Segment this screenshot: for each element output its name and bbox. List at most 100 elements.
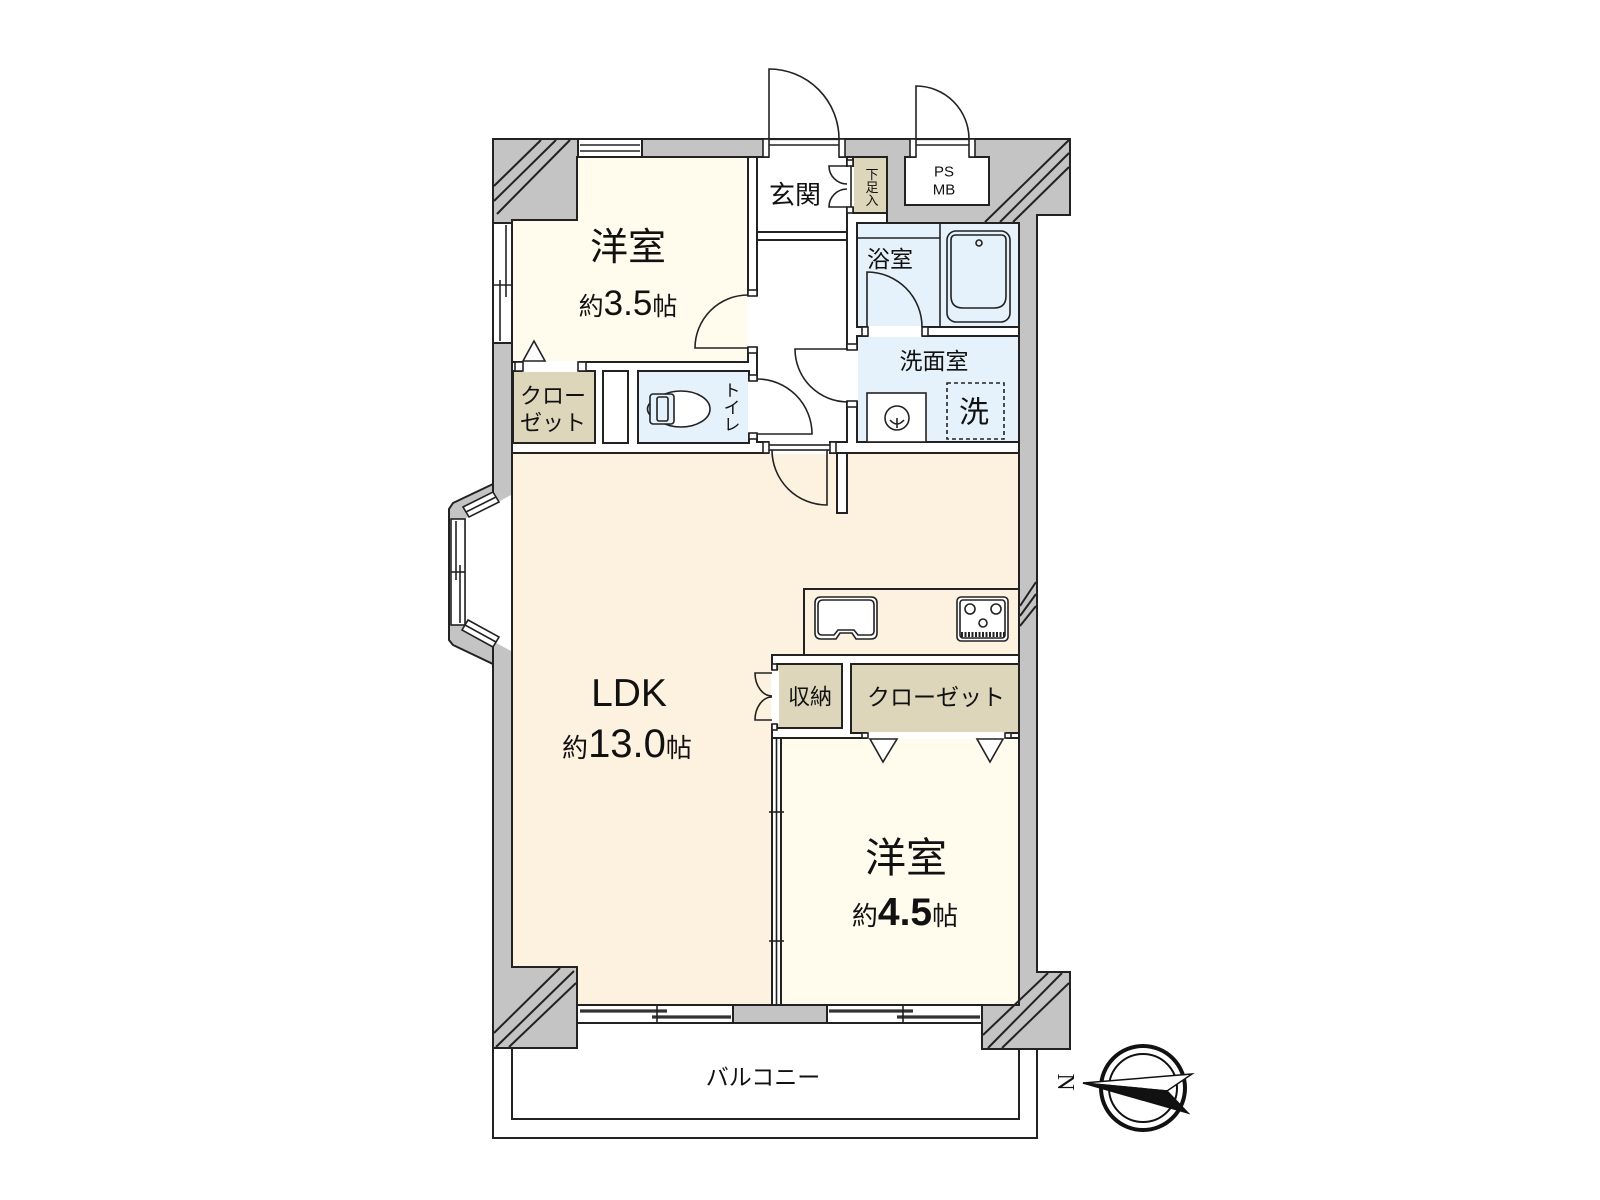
hatch-line [1019,581,1037,607]
door-jamb [748,432,758,440]
washbasin-faucet [889,418,905,428]
column-hatch-top-left [493,139,571,215]
compass: N [1052,1044,1195,1132]
door-jamb [846,343,858,351]
door-jamb [846,206,854,214]
burner [990,603,1002,615]
door-jamb [909,138,917,158]
pipe-space-door-icon [915,85,970,140]
shoe-cabinet [852,156,888,214]
area-prefix: 約 [562,733,588,763]
washroom-door-opening [846,350,858,401]
hatch-line [1019,593,1037,617]
column-hatch-bottom-left [493,967,577,1048]
room-ldk-name: LDK [591,672,667,715]
storage-label: 収納 [788,685,832,710]
door-jamb [747,346,758,354]
bay-window [448,482,513,666]
pipe-space-box [904,156,990,206]
shoe-cabinet-door-icon [828,165,848,208]
hatch-line [493,139,542,187]
area-prefix: 約 [852,901,878,931]
sliding-door-partition [769,737,784,1006]
bay-window-floor [466,494,513,652]
washbasin-icon [866,392,927,443]
toilet-icon [646,390,711,428]
room-ldk-area: 約13.0帖 [562,722,692,766]
window-frame [492,222,513,344]
folding-door-marker [975,738,1005,764]
hatch-line [1019,605,1037,627]
area-value: 4.5 [878,891,932,934]
column-hatch-top-right [984,139,1070,223]
sink-outer [814,596,878,640]
balcony-floor [511,1022,1020,1120]
hatch-line [496,139,571,215]
room-western-south-name: 洋室 [865,835,947,881]
door-jamb [838,138,846,158]
area-unit: 帖 [652,293,677,321]
toilet-label: トイレ [721,382,740,433]
washroom-label: 洗面室 [900,348,969,374]
balcony-label: バルコニー [706,1064,821,1090]
toilet-door-opening [748,381,758,433]
entrance-label: 玄関 [769,180,821,210]
pipe-space-label-ps: PS [934,164,954,181]
window-north [577,138,643,158]
shoe-cabinet-opening [846,167,854,207]
entrance-step [756,231,848,241]
door-jamb [771,663,778,671]
window-south-ldk [576,1004,734,1024]
ldk-door-threshold [766,444,833,451]
closet-north-opening [522,361,579,372]
storage-door-icon [754,672,773,721]
door-jamb [861,732,869,739]
washbasin-counter [866,392,927,443]
cabinet [602,370,629,444]
sink-inner [817,599,875,636]
stove-icon [956,596,1009,642]
bathtub-outer [946,230,1011,323]
closet-north-label-line1: クロー [520,384,586,409]
door-jamb [747,289,758,297]
door-jamb [748,374,758,382]
area-value: 3.5 [604,284,653,323]
door-jamb [762,138,770,158]
room-western-north [511,156,749,363]
hatch-line [987,972,1063,1049]
storage-door-opening [771,670,779,724]
entrance-door-icon [768,68,840,140]
room-north-door-icon [694,294,749,349]
washer-space [946,382,1005,440]
door-jamb [846,400,858,408]
bay-window-sash [464,624,497,643]
door-jamb [861,326,869,337]
bay-window-sash [465,496,497,513]
bathtub-drain [975,239,983,247]
toilet-door-icon [756,378,813,435]
area-value: 13.0 [588,722,666,766]
closet-south-label: クローゼット [867,684,1005,710]
door-jamb [514,361,524,372]
column-hatch-bottom-right [982,972,1070,1049]
ldk-door-icon [771,449,828,506]
area-unit: 帖 [932,901,958,931]
window-west-room [492,222,513,344]
compass-north-label: N [1052,1073,1078,1090]
shoe-cabinet-label: 下足入 [864,168,879,207]
door-jamb [829,441,837,454]
hatch-line [1012,166,1070,223]
washroom-door-icon [794,348,849,403]
window-frame [576,1004,734,1024]
bathroom-label: 浴室 [867,246,913,272]
room-western-north-name: 洋室 [590,227,666,269]
toilet-back [646,402,651,416]
toilet-tank [649,393,675,425]
window-south-room [826,1004,983,1024]
hatch-line [999,152,1070,223]
window-frame [577,138,643,158]
door-jamb [921,326,929,337]
burner [978,618,988,628]
washer-space-label: 洗 [959,397,989,430]
